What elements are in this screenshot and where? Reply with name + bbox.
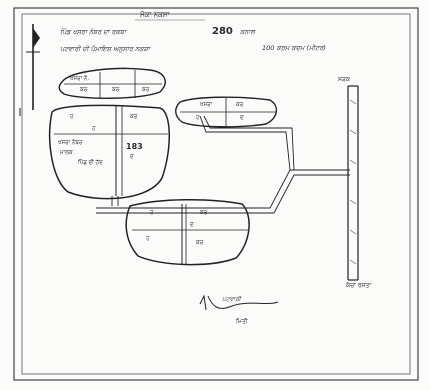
access-track: [96, 115, 350, 214]
header-line2-prefix: ਪਟਵਾਰੀ ਦੀ ਪੈਮਾਇਸ਼ ਅਨੁਸਾਰ ਨਕਸ਼ਾ: [60, 45, 150, 53]
inner-border: [21, 13, 411, 375]
right-plot-label: ਖਸਰਾ: [200, 102, 213, 108]
main-plot-village: ਪਿੰਡ ਦੀ ਹੱਦ: [78, 160, 103, 166]
header-line1-number: 280: [212, 26, 233, 37]
north-road-label: ਸੜਕ: [338, 76, 351, 83]
bottom-plot-cell-4: ਹ: [146, 236, 150, 242]
right-plot: [175, 96, 277, 128]
bottom-plot-cell-2: ਕਰ: [200, 210, 208, 216]
north-arrow-icon: [26, 24, 40, 110]
top-plot-cell-1: ਕਰ: [80, 87, 88, 93]
bottom-road-label: ਕੱਚਾ ਰਸਤਾ: [346, 282, 372, 289]
page-title: ਮੌਕਾ ਨਕਸ਼ਾ: [140, 11, 170, 19]
right-plot-cell-3: ਦ: [240, 115, 244, 121]
main-plot: [49, 104, 170, 200]
right-plot-cell-1: ਕਰ: [236, 102, 244, 108]
outer-border: [13, 7, 419, 381]
main-plot-label: ਖਸਰਾ ਨੰਬਰ: [58, 140, 83, 146]
main-plot-cell-2: ਕਰ: [130, 114, 138, 120]
main-plot-cell-3: ਦ: [130, 154, 134, 160]
bottom-plot-cell-3: ਦ: [190, 222, 194, 228]
signature-text: ਪਟਵਾਰੀ: [222, 296, 241, 303]
header-line1-prefix: ਪਿੰਡ ਖਸਰਾ ਨੰਬਰ ਦਾ ਰਕਬਾ: [60, 28, 126, 36]
top-plot: [58, 67, 166, 99]
top-plot-label: ਖਸਰਾ ਨੰ.: [70, 76, 90, 82]
bottom-plot-cell-5: ਕਰ: [196, 240, 204, 246]
main-plot-cell-1: ਹ: [70, 114, 74, 120]
top-plot-cell-3: ਕਰ: [142, 87, 150, 93]
bottom-plot-cell-1: ਹ: [150, 210, 154, 216]
road-hatching: [349, 99, 357, 265]
header-line1-suffix: ਕਨਾਲ: [240, 28, 255, 36]
main-plot-owner: ਮਾਲਕ: [60, 150, 73, 156]
bottom-plot: [125, 198, 250, 266]
top-plot-cell-2: ਕਰ: [112, 87, 120, 93]
signature-stroke: [207, 295, 279, 309]
header-line2-suffix: 100 ਕਰਮ ਕਦਮ (ਮੀਟਰ): [262, 44, 326, 52]
signature-date: ਮਿਤੀ: [236, 318, 248, 325]
main-plot-number: 183: [126, 142, 143, 151]
main-plot-cell-4: ਹ: [92, 126, 96, 132]
main-road: [347, 85, 359, 281]
right-plot-cell-2: ਹ: [196, 115, 200, 121]
